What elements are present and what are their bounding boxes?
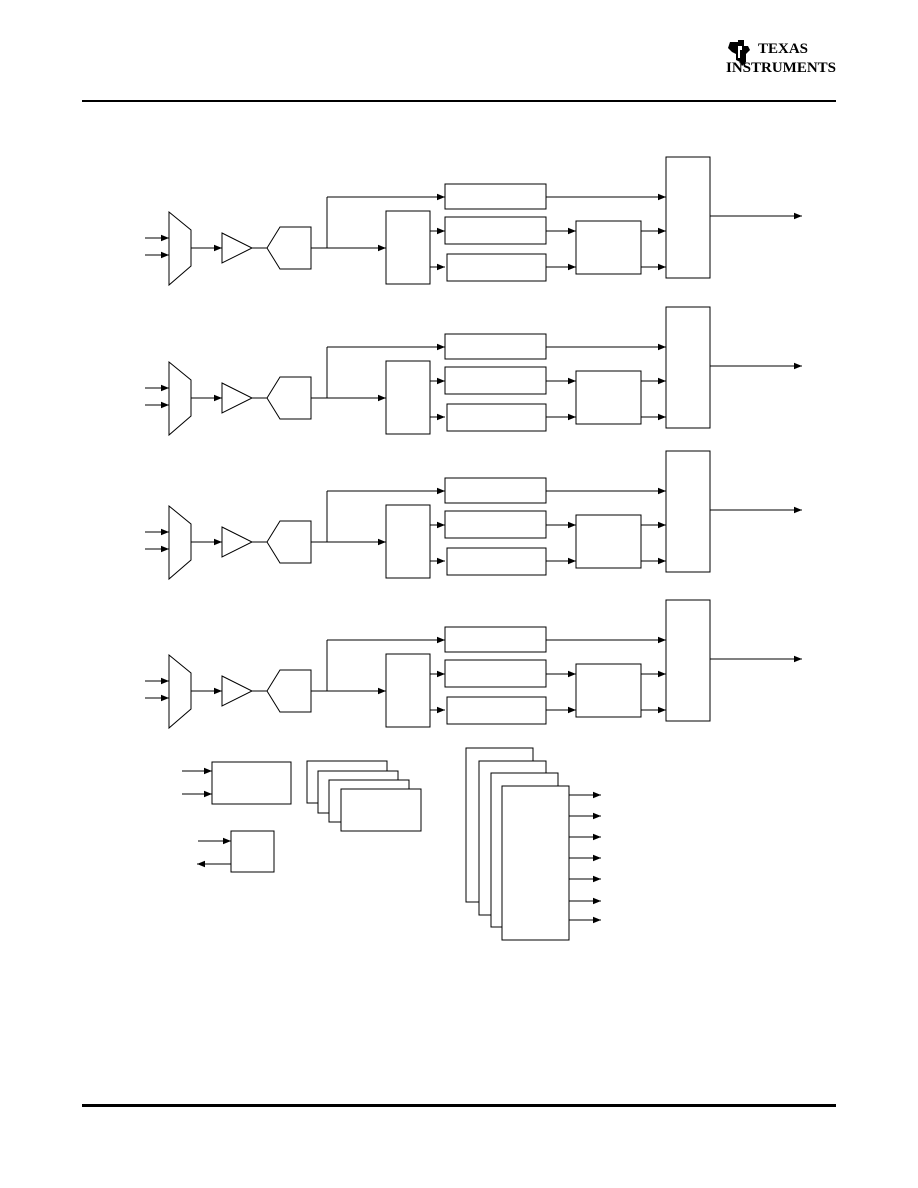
process-block-bottom [446,403,547,432]
combine-block [575,220,642,275]
process-block-middle [444,216,547,245]
output-block [665,450,711,573]
output-block [665,156,711,279]
channel-1 [145,156,802,287]
combine-block [575,514,642,569]
amplifier-triangle [221,382,254,414]
amplifier-triangle [221,526,254,558]
splitter-block [385,504,431,579]
input-mux [168,653,192,730]
amplifier-triangle [221,232,254,264]
converter-block [266,376,312,420]
process-block-top [444,626,547,653]
channel-4 [145,599,802,730]
bottom-blocks-group [182,747,601,941]
converter-block [266,520,312,564]
process-block-middle [444,366,547,395]
input-mux [168,210,192,287]
input-mux [168,504,192,581]
stacked-block-large-4 [501,785,570,941]
combine-block [575,370,642,425]
interface-block [230,830,275,873]
output-block [665,599,711,722]
combine-block [575,663,642,718]
process-block-top [444,477,547,504]
process-block-top [444,183,547,210]
logo-text-instruments: INSTRUMENTS [726,60,837,76]
output-block [665,306,711,429]
channel-3 [145,450,802,581]
logo-text-texas: TEXAS [758,41,809,57]
splitter-block [385,210,431,285]
stacked-block-small-4 [340,788,422,832]
channels-group [145,156,802,730]
process-block-bottom [446,253,547,282]
converter-block [266,669,312,713]
amplifier-triangle [221,675,254,707]
process-block-bottom [446,547,547,576]
ti-chip-icon [728,40,750,66]
process-block-top [444,333,547,360]
channel-2 [145,306,802,437]
header-rule [82,100,836,102]
splitter-block [385,360,431,435]
input-mux [168,360,192,437]
texas-instruments-logo: TEXAS INSTRUMENTS [724,38,840,80]
process-block-bottom [446,696,547,725]
splitter-block [385,653,431,728]
converter-block [266,226,312,270]
footer-rule [82,1104,836,1107]
register-block [211,761,292,805]
process-block-middle [444,659,547,688]
process-block-middle [444,510,547,539]
